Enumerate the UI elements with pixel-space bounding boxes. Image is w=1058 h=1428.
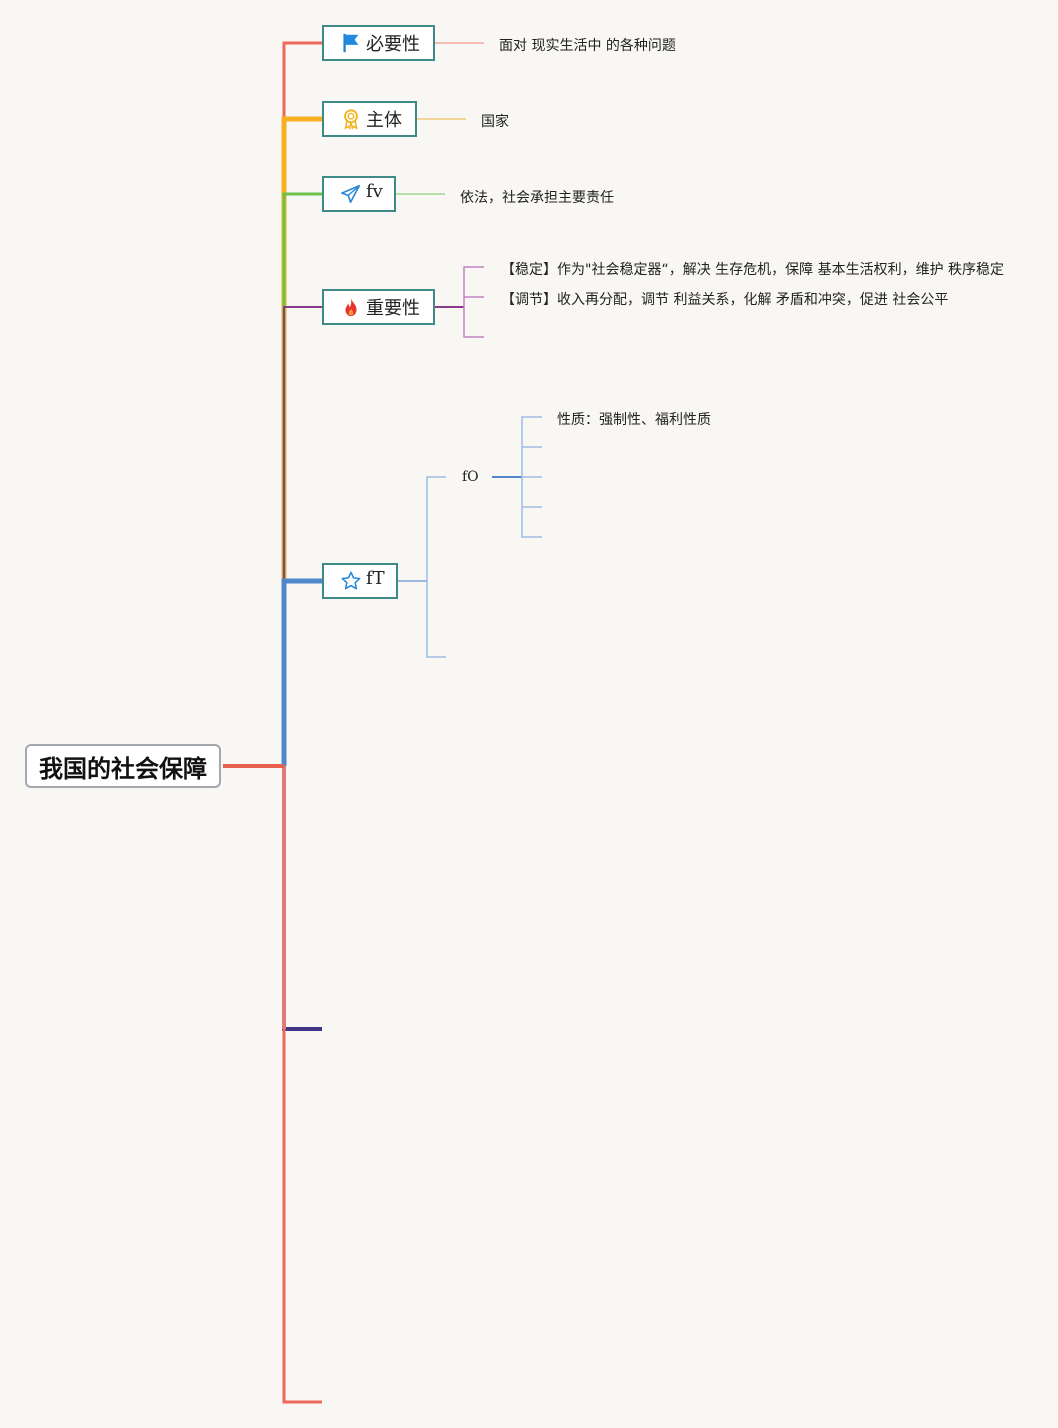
trunk-necessity	[282, 41, 322, 766]
ft-subtopic-fo[interactable]: fO	[462, 469, 479, 485]
flag-icon	[340, 32, 362, 54]
subject-detail: 国家	[481, 114, 509, 130]
trunk-lower	[282, 766, 322, 1404]
topic-subject[interactable]: 主体	[322, 101, 417, 137]
topic-fv[interactable]: fv	[322, 176, 396, 212]
topic-importance[interactable]: 重要性	[322, 289, 435, 325]
topic-subject-label: 主体	[366, 110, 402, 131]
send-icon	[340, 183, 362, 205]
award-icon	[340, 108, 362, 130]
trunk-ft	[281, 578, 322, 766]
trunk-fv	[282, 192, 322, 766]
fv-detail: 依法，社会承担主要责任	[460, 190, 614, 206]
fire-icon	[340, 296, 362, 318]
root-label: 我国的社会保障	[39, 754, 207, 783]
trunk-importance	[283, 306, 322, 766]
topic-ft[interactable]: fT	[322, 563, 398, 599]
fo-detail-nature: 性质：强制性、福利性质	[557, 412, 711, 428]
ft-bracket	[426, 476, 446, 658]
importance-bracket	[463, 266, 484, 338]
importance-detail-regulation: 【调节】收入再分配，调节 利益关系，化解 矛盾和冲突，促进 社会公平	[501, 292, 949, 308]
trunk-subject	[281, 116, 322, 766]
fo-bracket	[521, 416, 542, 538]
importance-detail-stability: 【稳定】作为"社会稳定器“，解决 生存危机，保障 基本生活权利，维护 秩序稳定	[501, 262, 1005, 278]
topic-ft-label: fT	[366, 567, 385, 589]
star-icon	[340, 570, 362, 592]
topic-fv-label: fv	[366, 180, 383, 202]
topic-necessity[interactable]: 必要性	[322, 25, 435, 61]
topic-importance-label: 重要性	[366, 298, 420, 319]
topic-necessity-label: 必要性	[366, 34, 420, 55]
root-topic[interactable]: 我国的社会保障	[25, 744, 221, 788]
trunk-purple-stub	[282, 766, 322, 1031]
necessity-detail: 面对 现实生活中 的各种问题	[499, 38, 676, 54]
